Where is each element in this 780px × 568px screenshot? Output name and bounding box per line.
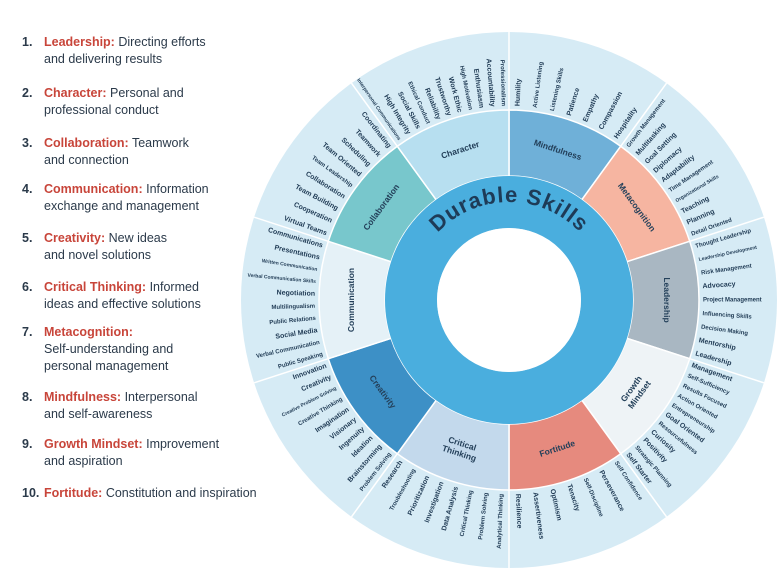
legend-number: 4. [22,182,33,196]
legend-category-name: Leadership: [44,35,115,49]
skill-label: Multilingualism [271,304,315,311]
legend-description: Improvement [146,437,220,451]
legend-category-name: Fortitude: [44,486,103,500]
legend-category-name: Communication: [44,182,143,196]
legend-category-name: Character: [44,86,107,100]
legend-category-name: Mindfulness: [44,390,122,404]
sector-divider [253,357,329,384]
legend-description: professional conduct [44,103,159,117]
legend-description: Personal and [110,86,184,100]
center-ring [385,176,633,424]
legend-description: ideas and effective solutions [44,297,201,311]
skill-label: Project Management [703,298,762,304]
legend-item: 5. Creativity: New ideas and novel solutio… [22,230,302,264]
sector-divider [350,82,398,147]
sector-divider [689,216,765,243]
legend-description: Informed [149,280,199,294]
legend-description: Directing efforts [118,35,206,49]
legend-number: 6. [22,280,33,294]
legend-category-name: Collaboration: [44,136,129,150]
skill-label: Professionalism [499,60,506,107]
legend-category-name: Growth Mindset: [44,437,143,451]
skill-label: Accountability [484,58,495,107]
legend-description: and delivering results [44,52,163,66]
sector-divider [253,216,329,243]
legend-item: 2. Character: Personal and professional co… [22,85,302,119]
legend-number: 10. [22,486,40,500]
skill-label: Analytical Thinking [497,493,505,549]
legend-number: 9. [22,437,33,451]
legend-description: Information [146,182,209,196]
sector-divider [620,82,668,147]
category-label: Communication [346,268,356,332]
legend-number: 8. [22,390,33,404]
legend-item: 8. Mindfulness: Interpersonal and self-awa… [22,389,302,423]
legend-item: 4. Communication: Information exchange and… [22,181,302,215]
sector-divider [350,453,398,518]
legend-description: Self-understanding and [44,342,174,356]
legend-description: personal management [44,359,169,373]
skill-label: Problem Solving [478,492,490,540]
sector-divider [620,453,668,518]
category-label-line: Communication [346,268,356,332]
legend-number: 1. [22,35,33,49]
sector-divider [689,357,765,384]
legend-description: exchange and management [44,199,199,213]
legend-category-name: Creativity: [44,231,106,245]
legend-description: Teamwork [131,136,189,150]
legend-item: 9. Growth Mindset: Improvement and aspirat… [22,436,302,470]
legend-number: 2. [22,86,33,100]
skill-label: Negotiation [276,290,315,298]
category-label: Leadership [662,277,672,322]
center-hole [437,228,581,372]
legend-item: 7. Metacognition: Self-understanding and p… [22,324,302,375]
legend-number: 7. [22,325,33,339]
legend-description: and aspiration [44,454,123,468]
legend-category-name: Metacognition: [44,325,133,339]
legend-description: and novel solutions [44,248,152,262]
skill-label: Advocacy [702,281,736,290]
category-label-line: Leadership [662,277,672,322]
legend-description: and connection [44,153,129,167]
legend-item: 10. Fortitude: Constitution and inspirati… [22,485,302,502]
legend-number: 3. [22,136,33,150]
skill-label: Public Relations [269,316,317,326]
legend-description: and self-awareness [44,407,153,421]
legend-category-name: Critical Thinking: [44,280,147,294]
legend-description: Constitution and inspiration [105,486,257,500]
skill-label: Influencing Skills [702,311,752,320]
skill-label: Humility [515,78,523,106]
legend-description: Interpersonal [124,390,198,404]
legend-item: 1. Leadership: Directing efforts and deliv… [22,34,302,68]
legend-number: 5. [22,231,33,245]
skill-label: Resilience [514,494,523,529]
legend-description: New ideas [108,231,167,245]
legend-item: 6. Critical Thinking: Informed ideas and e… [22,279,302,313]
